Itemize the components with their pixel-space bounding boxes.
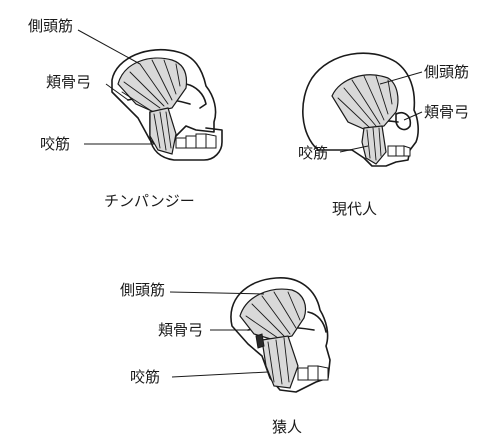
ape-man-masseter-striations	[267, 337, 290, 385]
human-masseter-label: 咬筋	[298, 144, 328, 162]
ape-man-masseter-muscle	[261, 335, 299, 389]
chimpanzee-temporalis-leader	[77, 29, 141, 65]
ape-man-zygomatic-label: 頬骨弓	[158, 321, 203, 339]
chimpanzee-cranium	[111, 48, 217, 151]
chimpanzee-brow	[185, 83, 207, 109]
human-temporalis-leader	[379, 71, 423, 85]
human-temporalis-striations	[337, 75, 393, 129]
ape-man-masseter-leader	[171, 371, 269, 378]
chimpanzee-caption: チンパンジー	[104, 192, 195, 210]
chimpanzee-temporalis-muscle	[117, 57, 188, 113]
ape-man-temporalis-leader	[169, 291, 265, 295]
chimpanzee-teeth	[175, 133, 217, 149]
human-temporalis-muscle	[331, 74, 399, 131]
ape-man-caption: 猿人	[272, 418, 302, 436]
ape-man-figure	[169, 277, 331, 393]
chimpanzee-temporalis-label: 側頭筋	[28, 17, 73, 35]
human-cranium	[302, 52, 419, 167]
ape-man-temporalis-label: 側頭筋	[120, 281, 165, 299]
ape-man-temporalis-muscle	[239, 288, 307, 341]
chimpanzee-zygomatic-leader	[105, 83, 129, 101]
human-masseter-muscle	[361, 125, 387, 165]
chimpanzee-masseter-label: 咬筋	[40, 135, 70, 153]
chimpanzee-masseter-striations	[153, 111, 172, 151]
modern-human-figure	[302, 52, 423, 167]
human-teeth	[387, 145, 411, 157]
chimpanzee-figure	[77, 29, 223, 161]
human-masseter-striations	[366, 127, 382, 161]
ape-man-masseter-label: 咬筋	[130, 368, 160, 386]
human-caption: 現代人	[332, 200, 377, 218]
chimpanzee-temporalis-striations	[121, 59, 181, 111]
human-masseter-leader	[339, 145, 369, 153]
human-zygomatic-leader	[403, 111, 423, 121]
human-zygomatic-label: 頬骨弓	[424, 103, 469, 121]
ape-man-brow	[307, 311, 327, 333]
chimpanzee-zygomatic-label: 頬骨弓	[46, 73, 91, 91]
human-orbit	[395, 111, 412, 131]
chimpanzee-jaw	[149, 111, 223, 161]
ape-man-temporalis-striations	[245, 291, 301, 339]
human-temporalis-label: 側頭筋	[424, 63, 469, 81]
ape-man-teeth	[297, 365, 329, 381]
ape-man-cheek-shadow	[255, 333, 265, 349]
